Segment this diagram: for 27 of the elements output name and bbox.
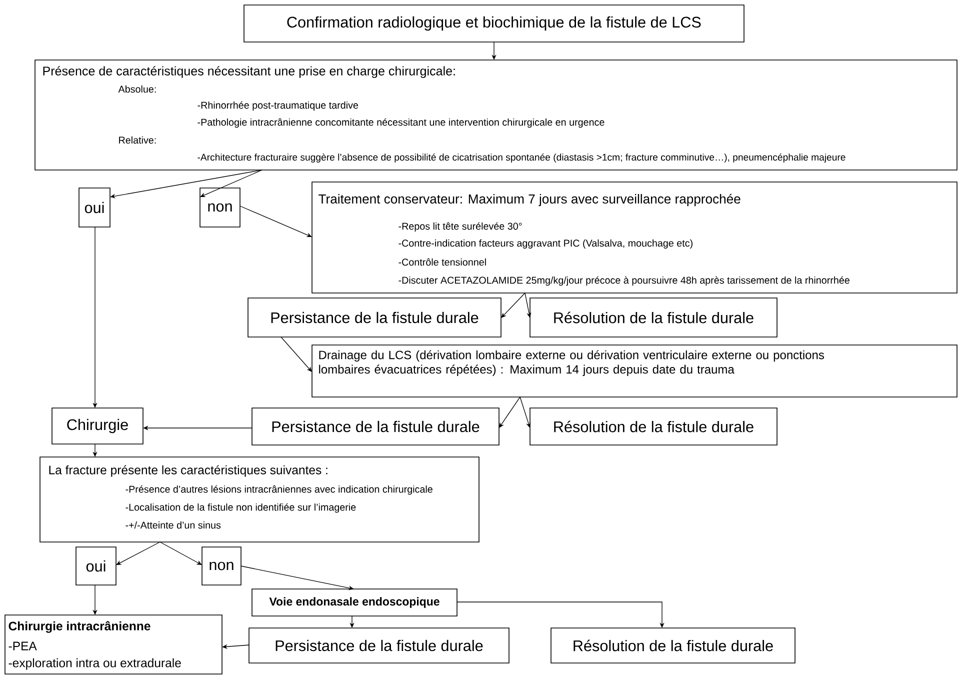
outcome-box: Résolution de la fistule durale	[530, 298, 778, 338]
criteria-box: La fracture présente les caractéristiques suivantes : -Présence d’autres lésions intracrâniennes avec indication chirurgicale -Localisation de la fistule non identifiée sur l’imagerie -+/-Atteinte d’un sinus	[40, 456, 480, 542]
criteria-box: Présence de caractéristiques nécessitant une prise en charge chirurgicale: Absolue: -Rhinorrhée post-traumatique tardive -Pathologie intracrânienne concomitante nécessitant une intervention chirurgicale en urgence Relative: -Architecture fracturaire suggère l’absence de possibilité de cicatrisation spontanée (diastasis >1cm; fracture comminutive…), pneumencéphalie majeure	[34, 60, 958, 170]
arrow	[524, 292, 532, 318]
arrow	[520, 396, 531, 428]
answer-box: non	[200, 188, 240, 228]
answer-box: oui	[76, 546, 116, 586]
process-box: Voie endonasale endoscopique	[252, 588, 458, 616]
arrow	[501, 292, 526, 318]
treatment-box: Traitement conservateur: Maximum 7 jours avec surveillance rapprochée -Repos lit tête surélevée 30° -Contre-indication facteurs aggravant PIC (Valsalva, mouchage etc) -Contrôle tensionnel -Discuter ACETAZOLAMIDE 25mg/kg/jour précoce à poursuivre 48h après tarissement de la rhinorrhée	[312, 182, 958, 294]
title-box: Confirmation radiologique et biochimique de la fistule de LCS	[244, 4, 744, 42]
treatment-box: Drainage du LCS (dérivation lombaire externe ou dérivation ventriculaire externe ou ponctions lombaires évacuatrices répétées) : Maximum 14 jours depuis date du trauma	[312, 344, 958, 398]
outcome-box: Résolution de la fistule durale	[530, 408, 778, 446]
arrow	[200, 170, 262, 198]
process-box: Chirurgie	[52, 408, 144, 444]
outcome-box: Persistance de la fistule durale	[248, 628, 510, 664]
arrow	[160, 542, 202, 565]
arrow	[499, 396, 520, 428]
arrow	[116, 542, 160, 565]
outcome-box: Persistance de la fistule durale	[248, 298, 502, 338]
answer-box: oui	[78, 188, 110, 228]
outcome-box: Persistance de la fistule durale	[252, 408, 500, 446]
arrow	[280, 336, 312, 372]
outcome-box: Résolution de la fistule durale	[550, 628, 796, 664]
arrow	[240, 206, 312, 238]
process-box: Chirurgie intracrânienne -PEA -exploration intra ou extradurale	[4, 614, 222, 674]
answer-box: non	[202, 546, 242, 586]
